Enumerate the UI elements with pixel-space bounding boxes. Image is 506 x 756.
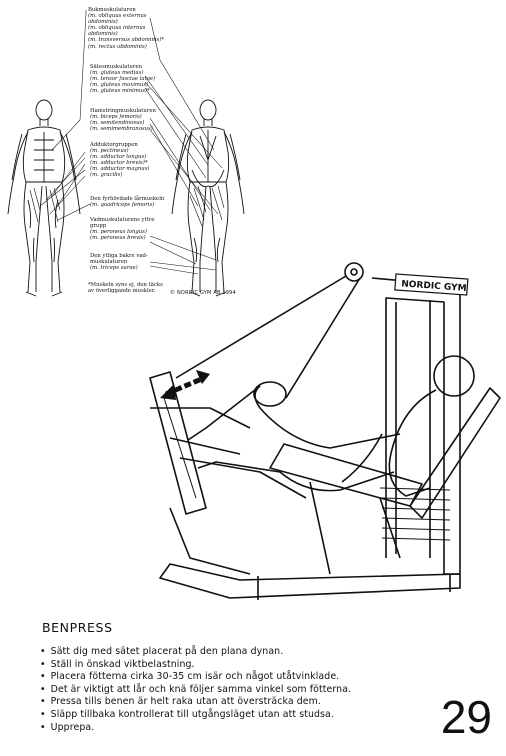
instruction-list: Sätt dig med sätet placerat på den plana… [40,646,351,734]
foot-platform [149,371,207,515]
muscle-group-abdominals: Bukmuskulaturen (m. obliquus externus ab… [88,7,164,50]
person-torso [388,389,437,497]
footnote: *Muskeln syns ej, den täcks av överligga… [88,282,163,295]
instruction-item: Placera fötterna cirka 30-35 cm isär och… [40,671,351,684]
label-leader-lines [39,10,223,275]
brand-plate: NORDIC GYM [394,273,469,296]
muscle-group-gluteals: Sätesmuskulaturen (m. gluteus medius) (m… [90,64,156,95]
leg-press-machine-figure: NORDIC GYM [110,258,506,610]
anatomy-figure: Bukmuskulaturen (m. obliquus externus ab… [0,0,270,305]
instruction-item: Det är viktigt att lår och knä följer sa… [40,684,351,697]
front-body-figure [7,99,81,297]
person-knee [253,381,287,407]
instruction-item: Ställ in önskad viktbelastning. [40,659,351,672]
weight-plates [379,487,451,541]
muscle-group-calf: Den ytliga bakre vad- muskulaturen (m. t… [90,253,148,272]
hatched-muscle-areas [29,185,225,227]
person-lower-leg [279,471,395,492]
muscle-group-quadriceps: Den fyrhövdade lårmuskeln (m. quadriceps… [90,196,165,209]
person-head [433,355,475,397]
copyright-notice: © NORDIC GYM AB 1994 [170,290,236,296]
cable-frame [175,275,361,399]
person-shin [187,385,261,441]
person-thigh [254,385,401,449]
person-arm [341,433,383,483]
sled-rails [169,457,307,575]
arrow-heads [160,370,210,400]
muscle-group-hamstrings: Hamstringmuskulaturen (m. biceps femoris… [90,108,156,133]
pulley [344,262,364,282]
leg-press-drawing: NORDIC GYM [149,262,501,600]
seat-pad [269,443,423,507]
anatomy-drawing [7,10,245,297]
exercise-title: BENPRESS [42,620,113,635]
brand-text: NORDIC GYM [401,279,467,294]
page-number: 29 [440,691,492,743]
instruction-item: Sätt dig med sätet placerat på den plana… [40,646,351,659]
machine-base [159,563,461,599]
back-pad [409,387,501,519]
instruction-item: Upprepa. [40,722,351,735]
muscle-group-peroneus: Vadmuskulaturens yttre grupp (m. peroneu… [90,217,155,242]
back-body-figure [171,99,245,297]
muscle-group-adductors: Adduktorgruppen (m. pectineus) (m. adduc… [90,142,150,179]
instruction-item: Pressa tills benen är helt raka utan att… [40,696,351,709]
instruction-item: Släpp tillbaka kontrollerat till utgångs… [40,709,351,722]
